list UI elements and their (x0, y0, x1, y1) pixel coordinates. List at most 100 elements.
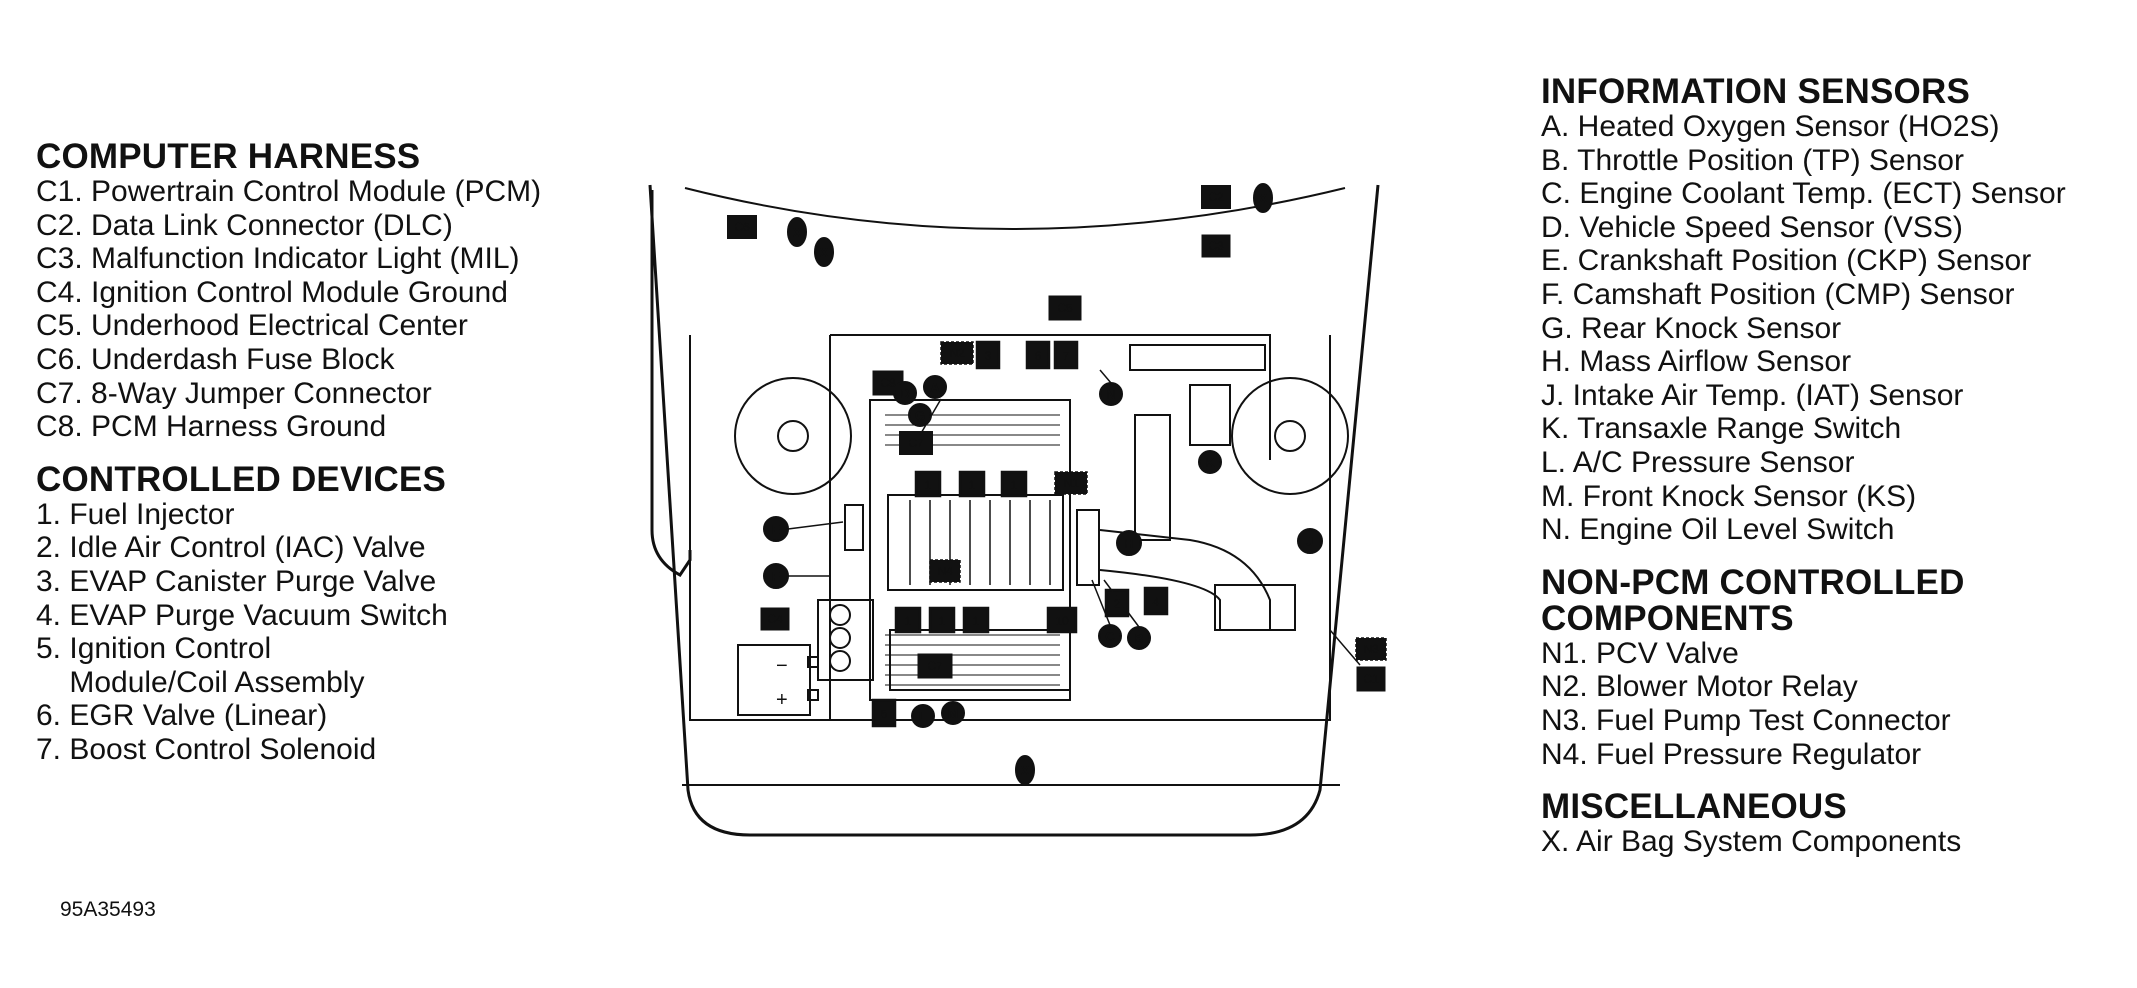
legend-item-c5: C5. Underhood Electrical Center (36, 309, 468, 343)
legend-item-m: M. Front Knock Sensor (KS) (1541, 479, 1917, 513)
right-strut-tower (1231, 377, 1349, 495)
battery-terminal-pos (807, 689, 819, 701)
label-c7-bottom: C7 (927, 659, 943, 673)
legend-item-l: L. A/C Pressure Sensor (1541, 445, 1855, 479)
legend-item-5: 5. Ignition Control (36, 632, 272, 666)
label-n2: N2 (949, 346, 965, 360)
legend-item-b: B. Throttle Position (TP) Sensor (1541, 143, 1964, 177)
information-sensors-heading: INFORMATION SENSORS (1541, 72, 1970, 111)
left-strut-bolt (777, 420, 809, 452)
box-7 (1053, 340, 1079, 370)
label-1e: 1 (939, 614, 946, 628)
non-pcm-list: N1. PCV Valve N2. Blower Motor Relay N3.… (1541, 637, 2066, 771)
legend-item-x: X. Air Bag System Components (1541, 825, 1962, 859)
label-h: H (1124, 536, 1133, 551)
battery (737, 644, 811, 716)
label-b: B (1134, 631, 1143, 646)
box-c3 (1201, 234, 1231, 258)
firewall-arc (684, 187, 1346, 230)
legend-item-3: 3. EVAP Canister Purge Valve (36, 564, 437, 598)
label-2: 2 (1114, 597, 1121, 611)
legend-item-c1: C1. Powertrain Control Module (PCM) (36, 175, 542, 208)
battery-terminal-neg (807, 656, 819, 668)
intake-plenum (1134, 414, 1171, 541)
label-c6: C6 (734, 220, 750, 234)
legend-item-a: A. Heated Oxygen Sensor (HO2S) (1541, 110, 2000, 143)
label-6: 6 (1035, 349, 1042, 363)
ellipse-x-4 (1015, 755, 1035, 785)
label-x-1: X (793, 225, 802, 240)
label-1b: 1 (969, 478, 976, 492)
label-c4: C4 (767, 612, 783, 626)
label-n1: N1 (1063, 476, 1079, 490)
circle-h (1116, 530, 1142, 556)
legend-item-2: 2. Idle Air Control (IAC) Valve (36, 531, 426, 565)
legend-item-5-cont: Module/Coil Assembly (36, 665, 365, 699)
label-n: N (1106, 387, 1115, 402)
label-c7-top: C7 (908, 436, 924, 450)
legend-item-g: G. Rear Knock Sensor (1541, 311, 1842, 345)
leader-lines (787, 369, 1361, 666)
legend-item-n: N. Engine Oil Level Switch (1541, 513, 1895, 547)
box-1e (928, 606, 956, 634)
box-n3 (1355, 637, 1387, 661)
engine-compartment-diagram: − + C6 C2 C3 C5 C8 C7 C7 C4 C1 N2 N1 N4 … (648, 183, 1387, 837)
label-c1: C1 (1363, 672, 1379, 686)
legend-item-c4: C4. Ignition Control Module Ground (36, 275, 508, 309)
label-e: E (772, 522, 781, 537)
legend-item-c: C. Engine Coolant Temp. (ECT) Sensor (1541, 177, 2066, 211)
engine-bay-frame (829, 334, 1271, 720)
circle-d (893, 381, 917, 405)
box-1f (962, 606, 990, 634)
label-k: K (1205, 455, 1215, 470)
right-legend-column: INFORMATION SENSORS A. Heated Oxygen Sen… (1541, 74, 2066, 859)
box-1d (894, 606, 922, 634)
legend-item-6: 6. EGR Valve (Linear) (36, 699, 328, 733)
right-strut-bolt (1274, 420, 1306, 452)
label-m: M (948, 706, 959, 721)
label-10: 10 (1055, 614, 1069, 628)
circle-m (941, 701, 965, 725)
mass-airflow-housing (1189, 384, 1231, 446)
battery-plus-label: + (776, 689, 788, 711)
label-a: A (930, 380, 940, 395)
label-c3: C3 (1208, 239, 1224, 253)
box-10 (1046, 606, 1078, 634)
coil-tower-1 (829, 604, 851, 626)
legend-item-j: J. Intake Air Temp. (IAT) Sensor (1541, 378, 1964, 412)
label-c2: C2 (1208, 190, 1224, 204)
coolant-hose (1129, 344, 1266, 371)
controlled-devices-list: 1. Fuel Injector 2. Idle Air Control (IA… (36, 498, 541, 767)
battery-minus-label: − (776, 655, 788, 677)
label-x-3: X (1259, 191, 1268, 206)
box-2 (1104, 588, 1130, 618)
label-n3: N3 (1363, 642, 1379, 656)
manifold-runners (909, 500, 1051, 585)
box-c5 (1048, 295, 1082, 321)
legend-item-k: K. Transaxle Range Switch (1541, 412, 1902, 446)
label-j: J (1306, 534, 1313, 549)
legend-item-7: 7. Boost Control Solenoid (36, 732, 377, 766)
legend-item-d: D. Vehicle Speed Sensor (VSS) (1541, 210, 1963, 244)
legend-item-f: F. Camshaft Position (CMP) Sensor (1541, 277, 2015, 311)
box-1a (914, 470, 942, 498)
left-strut-tower (734, 377, 852, 495)
label-c: C (1105, 629, 1115, 644)
legend-item-n2: N2. Blower Motor Relay (1541, 670, 1858, 704)
box-5 (871, 698, 897, 728)
crankshaft-pulley (844, 504, 864, 551)
box-1c (1000, 470, 1028, 498)
label-n4: N4 (937, 564, 953, 578)
label-1d: 1 (905, 614, 912, 628)
computer-harness-heading: COMPUTER HARNESS (36, 137, 421, 176)
legend-item-c3: C3. Malfunction Indicator Light (MIL) (36, 242, 520, 276)
circle-j (1297, 528, 1323, 554)
coil-tower-3 (829, 650, 851, 672)
legend-item-e: E. Crankshaft Position (CKP) Sensor (1541, 244, 2032, 278)
box-n4 (929, 559, 961, 583)
engine-block (869, 399, 1071, 701)
ellipse-x-2 (814, 237, 834, 267)
non-pcm-heading-line2: COMPONENTS (1541, 598, 1794, 638)
information-sensors-list: A. Heated Oxygen Sensor (HO2S) B. Thrott… (1541, 110, 2066, 547)
legend-item-4: 4. EVAP Purge Vacuum Switch (36, 598, 448, 632)
